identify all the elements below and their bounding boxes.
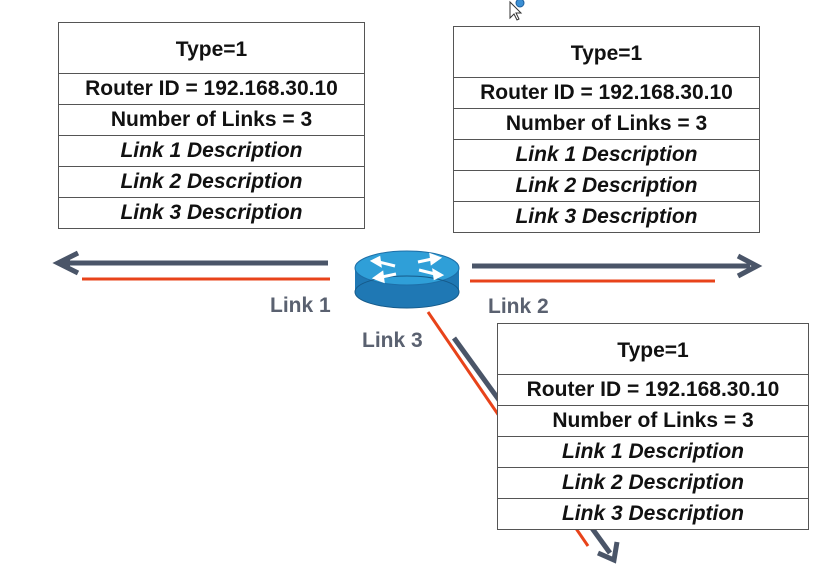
lsa-number-of-links: Number of Links = 3	[498, 405, 808, 436]
lsa-table-bottom-right: Type=1 Router ID = 192.168.30.10 Number …	[497, 323, 809, 530]
lsa-router-id: Router ID = 192.168.30.10	[454, 77, 759, 108]
link-2-label: Link 2	[488, 295, 549, 318]
lsa-type: Type=1	[175, 38, 248, 61]
lsa-link-1-description: Link 1 Description	[454, 139, 759, 170]
lsa-link-1-description: Link 1 Description	[59, 135, 364, 166]
lsa-link-3-description: Link 3 Description	[454, 201, 759, 232]
lsa-router-id: Router ID = 192.168.30.10	[59, 73, 364, 104]
arrow-left-head	[52, 250, 80, 276]
lsa-table-top-left: Type=1 Router ID = 192.168.30.10 Number …	[58, 22, 365, 229]
cursor-icon	[509, 0, 525, 21]
link-3-label: Link 3	[362, 329, 423, 352]
lsa-number-of-links: Number of Links = 3	[59, 104, 364, 135]
lsa-link-2-description: Link 2 Description	[498, 467, 808, 498]
lsa-link-1-description: Link 1 Description	[498, 436, 808, 467]
lsa-link-3-description: Link 3 Description	[498, 498, 808, 529]
arrow-right-head	[736, 253, 763, 279]
lsa-type: Type=1	[617, 339, 689, 362]
lsa-link-2-description: Link 2 Description	[454, 170, 759, 201]
lsa-type: Type=1	[570, 42, 643, 65]
arrow-down-head	[596, 541, 620, 564]
lsa-table-top-right: Type=1 Router ID = 192.168.30.10 Number …	[453, 26, 760, 233]
lsa-router-id: Router ID = 192.168.30.10	[498, 374, 808, 405]
router-icon	[354, 250, 460, 309]
lsa-link-2-description: Link 2 Description	[59, 166, 364, 197]
link-1-label: Link 1	[270, 294, 331, 317]
lsa-number-of-links: Number of Links = 3	[454, 108, 759, 139]
lsa-link-3-description: Link 3 Description	[59, 197, 364, 228]
